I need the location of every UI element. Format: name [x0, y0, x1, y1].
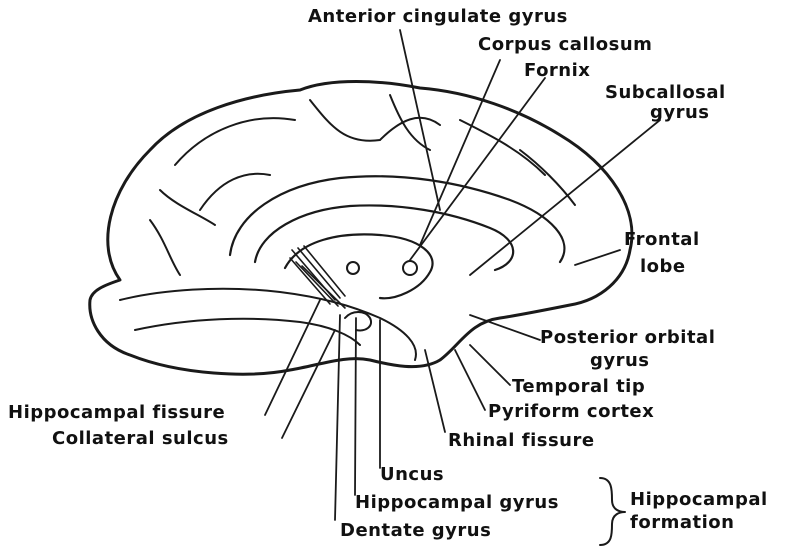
label-posterior-orbital-2: gyrus	[590, 350, 650, 371]
label-temporal-tip: Temporal tip	[512, 376, 645, 397]
label-rhinal-fissure: Rhinal fissure	[448, 430, 595, 451]
label-hippocampal-gyrus: Hippocampal gyrus	[355, 492, 559, 513]
label-pyriform-cortex: Pyriform cortex	[488, 401, 654, 422]
parahippocampal-outline	[135, 319, 360, 345]
label-subcallosal-1: Subcallosal	[605, 82, 726, 103]
label-frontal-1: Frontal	[624, 229, 700, 250]
uncus-bump	[345, 312, 371, 330]
hippocampal-formation-brace	[600, 478, 625, 545]
label-collateral-sulcus: Collateral sulcus	[52, 428, 229, 449]
label-posterior-orbital-1: Posterior orbital	[540, 327, 715, 348]
label-corpus-callosum: Corpus callosum	[478, 34, 652, 55]
label-dentate-gyrus: Dentate gyrus	[340, 520, 491, 541]
label-subcallosal-2: gyrus	[650, 102, 710, 123]
label-uncus: Uncus	[380, 464, 444, 485]
small-circle-2	[403, 261, 417, 275]
corpus-callosum-outline	[255, 205, 513, 270]
label-frontal-2: lobe	[640, 256, 686, 277]
small-circle-1	[347, 262, 359, 274]
label-hippocampal-fissure: Hippocampal fissure	[8, 402, 225, 423]
cingulate-gyrus-outline	[230, 176, 564, 262]
label-hippocampal-formation-2: formation	[630, 512, 734, 533]
label-anterior-cingulate-gyrus: Anterior cingulate gyrus	[308, 6, 568, 27]
label-hippocampal-formation-1: Hippocampal	[630, 489, 768, 510]
label-fornix: Fornix	[524, 60, 590, 81]
